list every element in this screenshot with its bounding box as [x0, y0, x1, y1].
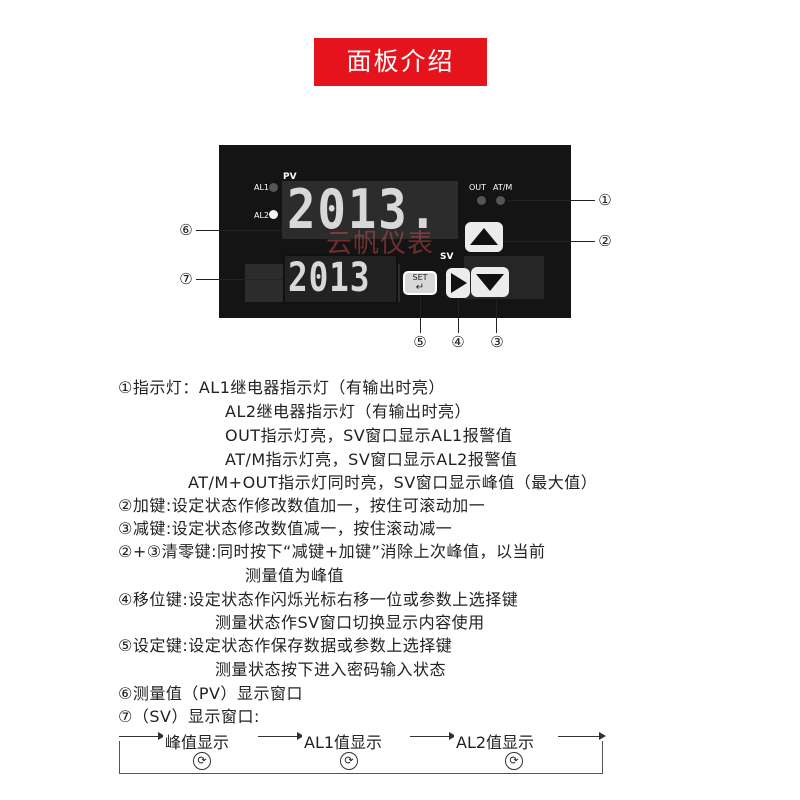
- callout-6: ⑥: [179, 221, 193, 239]
- out-led-icon: [477, 196, 486, 205]
- desc-line-4: AT/M指示灯亮，SV窗口显示AL2报警值: [225, 450, 518, 469]
- desc-line-5: AT/M+OUT指示灯同时亮，SV窗口显示峰值（最大值）: [188, 473, 598, 492]
- sv-label: SV: [440, 252, 454, 262]
- shift-button[interactable]: [446, 268, 470, 298]
- atm-label: AT/M: [493, 183, 513, 192]
- watermark: 云帆仪表: [326, 229, 435, 259]
- leader-4: [458, 298, 459, 333]
- flow-arrow-3: [410, 732, 456, 740]
- desc-line-11: 测量状态作SV窗口切换显示内容使用: [215, 613, 485, 632]
- flow-arrow-2: [258, 732, 304, 740]
- callout-5: ⑤: [413, 333, 427, 351]
- al1-label: AL1: [254, 183, 270, 192]
- desc-line-9: 测量值为峰值: [245, 566, 345, 585]
- set-button[interactable]: SET ↵: [403, 271, 437, 295]
- callout-7: ⑦: [179, 270, 193, 288]
- atm-led-icon: [496, 196, 505, 205]
- pv-display: [282, 181, 458, 239]
- triangle-down-icon: [476, 274, 504, 291]
- cycle-icon: ⟳: [340, 752, 358, 770]
- flow-arrow-1: [119, 732, 165, 740]
- callout-3: ③: [490, 333, 504, 351]
- triangle-up-icon: [470, 228, 498, 245]
- leader-7: [196, 279, 283, 280]
- desc-line-13: 测量状态按下进入密码输入状态: [215, 660, 447, 679]
- pv-value: 2013.: [287, 178, 439, 241]
- down-button[interactable]: [471, 267, 509, 297]
- sv-value: 2013: [288, 255, 371, 301]
- set-label: SET: [412, 273, 428, 282]
- flow-return-line: [558, 732, 606, 740]
- cycle-icon: ⟳: [505, 752, 523, 770]
- cycle-loop: [119, 741, 603, 774]
- desc-line-7: ③减键:设定状态修改数值减一，按住滚动减一: [118, 519, 453, 538]
- al2-led-icon: [269, 210, 278, 219]
- callout-4: ④: [451, 333, 465, 351]
- flow-step-al2: AL2值显示: [454, 729, 537, 753]
- al2-label: AL2: [254, 211, 270, 220]
- up-button[interactable]: [465, 222, 503, 252]
- leader-2: [503, 241, 595, 242]
- leader-5: [420, 295, 421, 333]
- desc-line-3: OUT指示灯亮，SV窗口显示AL1报警值: [225, 426, 513, 445]
- desc-line-10: ④移位键:设定状态作闪烁光标右移一位或参数上选择键: [118, 590, 519, 609]
- leader-3: [496, 297, 497, 333]
- cycle-icon: ⟳: [193, 752, 211, 770]
- desc-line-12: ⑤设定键:设定状态作保存数据或参数上选择键: [118, 636, 453, 655]
- desc-line-2: AL2继电器指示灯（有输出时亮）: [225, 402, 472, 421]
- callout-2: ②: [598, 232, 612, 250]
- triangle-right-icon: [451, 273, 467, 293]
- out-label: OUT: [469, 183, 487, 192]
- desc-line-15: ⑦（SV）显示窗口:: [118, 707, 260, 726]
- desc-line-1: ①指示灯：AL1继电器指示灯（有输出时亮）: [118, 378, 445, 397]
- desc-line-14: ⑥测量值（PV）显示窗口: [118, 684, 303, 703]
- enter-icon: ↵: [415, 282, 425, 293]
- flow-step-peak: 峰值显示: [163, 729, 232, 753]
- flow-step-al1: AL1值显示: [302, 729, 385, 753]
- leader-6: [196, 230, 282, 231]
- desc-line-8: ②+③清零键:同时按下“减键+加键”消除上次峰值，以当前: [118, 542, 546, 561]
- leader-1: [507, 200, 595, 201]
- al1-led-icon: [269, 183, 278, 192]
- sv-display: [283, 254, 398, 304]
- callout-1: ①: [598, 191, 612, 209]
- page-title: 面板介绍: [314, 38, 487, 86]
- desc-line-6: ②加键:设定状态作修改数值加一，按住可滚动加一: [118, 496, 486, 515]
- pv-label: PV: [283, 172, 297, 182]
